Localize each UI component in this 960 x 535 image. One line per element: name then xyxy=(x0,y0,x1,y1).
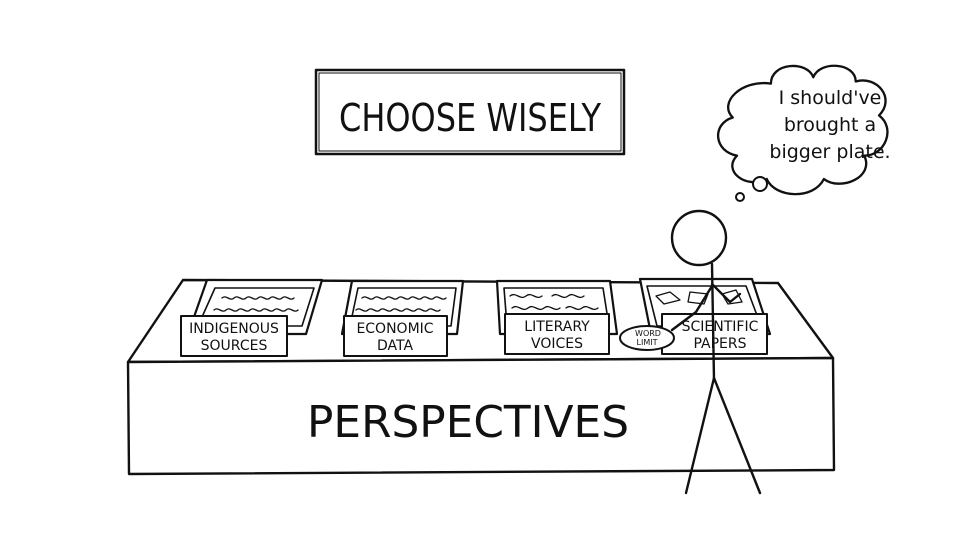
tray-food xyxy=(213,296,299,312)
tray-food xyxy=(355,296,447,312)
word-limit-plate: WORD LIMIT xyxy=(619,325,675,351)
tray-label-line2: VOICES xyxy=(531,336,583,352)
tray-label-line1: LITERARY xyxy=(524,319,590,335)
stick-figure xyxy=(670,209,762,495)
sign-inner-frame xyxy=(318,72,622,152)
thought-bubble-dot-large xyxy=(752,176,768,192)
sign-text: CHOOSE WISELY xyxy=(339,96,602,140)
tray-label-card xyxy=(504,313,610,355)
tray-label-line2: PAPERS xyxy=(693,336,746,352)
thought-bubble-dot-small xyxy=(735,192,745,202)
tray-label-line1: ECONOMIC xyxy=(356,321,433,337)
tray-food xyxy=(655,289,743,305)
tray-economic-data: ECONOMIC DATA xyxy=(340,279,465,357)
tray-label-card xyxy=(343,315,448,357)
plate-outline xyxy=(619,325,675,351)
thought-bubble: I should've brought a bigger plate. xyxy=(716,64,891,202)
stick-figure-arm-plate xyxy=(670,284,714,332)
choose-wisely-sign: CHOOSE WISELY xyxy=(314,68,626,156)
tray-literary-voices: LITERARY VOICES xyxy=(495,279,619,355)
tray-label-line2: DATA xyxy=(377,338,413,354)
tray-label-line2: SOURCES xyxy=(201,338,268,354)
sign-frame xyxy=(314,68,626,156)
tray-indigenous-sources: INDIGENOUS SOURCES xyxy=(180,278,324,357)
plate-label-line1: WORD xyxy=(635,329,661,338)
tray-label-card xyxy=(180,315,288,357)
thought-text-line2: brought a xyxy=(784,114,876,136)
plate-label-line2: LIMIT xyxy=(637,338,658,347)
stick-figure-arm-serving xyxy=(710,282,742,304)
thought-text-line1: I should've xyxy=(779,87,882,109)
stick-figure-head xyxy=(670,209,728,267)
tray-inner xyxy=(197,287,315,327)
tray-food xyxy=(509,293,599,311)
tray-label-line1: SCIENTIFIC xyxy=(682,319,759,335)
table-front xyxy=(126,356,836,476)
tray-inner xyxy=(349,287,457,327)
tray-label-line1: INDIGENOUS xyxy=(189,321,279,337)
thought-text-line3: bigger plate. xyxy=(769,141,890,163)
thought-bubble-cloud xyxy=(716,64,889,196)
stick-figure-legs xyxy=(684,376,762,495)
table-label: PERSPECTIVES xyxy=(307,397,629,448)
